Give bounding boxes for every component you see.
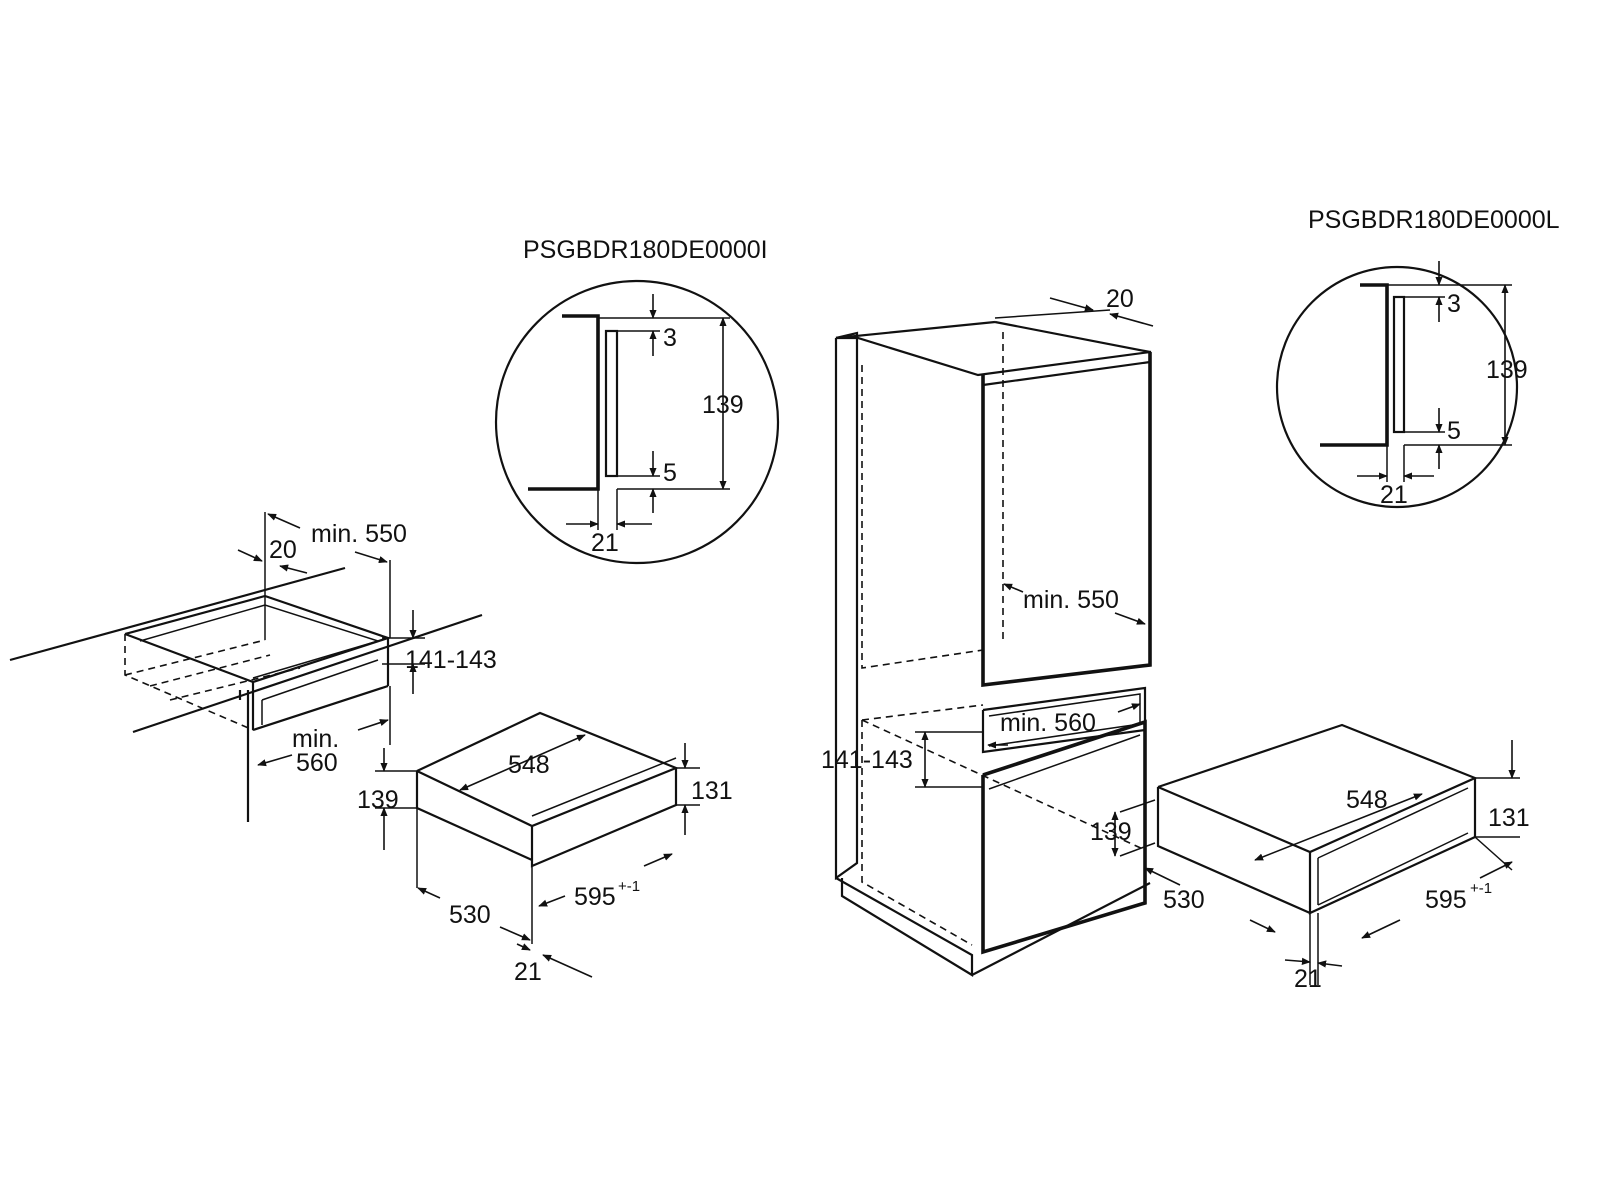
cabinet-drawer-height: 139 xyxy=(1090,818,1132,846)
niche-left-min-width-label: min. xyxy=(292,725,339,753)
drawer-right-front-thickness: 21 xyxy=(1294,965,1322,993)
cabinet-offset: 20 xyxy=(1106,285,1134,313)
niche-left-height: 141-143 xyxy=(405,646,497,674)
detail-right-panel xyxy=(1320,283,1389,447)
drawer-left-height-total: 139 xyxy=(357,786,399,814)
detail-right-handle-height: 139 xyxy=(1486,356,1528,384)
drawer-left-front-thickness: 21 xyxy=(514,958,542,986)
drawer-left-width-front: 595 xyxy=(574,883,616,911)
detail-left-handle-height: 139 xyxy=(702,391,744,419)
drawer-left-depth: 530 xyxy=(449,901,491,929)
detail-left-panel xyxy=(528,314,600,491)
niche-left-min-depth: min. 550 xyxy=(311,520,407,548)
niche-left-min-width-value: 560 xyxy=(296,749,338,777)
detail-left-circle xyxy=(494,279,780,565)
cabinet-min-depth: min. 550 xyxy=(1023,586,1119,614)
niche-left: 20 min. 550 141-143 min. 560 xyxy=(9,512,497,822)
model-left-label: PSGBDR180DE0000I xyxy=(523,236,768,264)
drawer-left-width-tolerance: +-1 xyxy=(618,878,640,895)
cabinet: 20 min. 550 min. 560 141-143 139 xyxy=(821,285,1156,977)
detail-right-circle xyxy=(1275,265,1519,509)
drawer-right-width-inner: 548 xyxy=(1346,786,1388,814)
detail-right-depth: 21 xyxy=(1380,481,1408,509)
detail-right: PSGBDR180DE0000L 3 139 5 21 xyxy=(1275,206,1560,509)
drawer-right-width-front: 595 xyxy=(1425,886,1467,914)
drawer-left-width-inner: 548 xyxy=(508,751,550,779)
drawer-left-height-body: 131 xyxy=(691,777,733,805)
detail-left-gap-top: 3 xyxy=(663,324,677,352)
drawer-left: 548 139 131 530 595 +-1 21 xyxy=(357,711,733,986)
drawer-right-height-body: 131 xyxy=(1488,804,1530,832)
cabinet-niche-height: 141-143 xyxy=(821,746,913,774)
drawer-right-width-tolerance: +-1 xyxy=(1470,880,1492,897)
detail-left-gap-bottom: 5 xyxy=(663,459,677,487)
detail-left-handle xyxy=(604,329,619,478)
drawer-right-depth: 530 xyxy=(1163,886,1205,914)
detail-left-depth: 21 xyxy=(591,529,619,557)
model-right-label: PSGBDR180DE0000L xyxy=(1308,206,1560,234)
detail-left: PSGBDR180DE0000I 3 139 5 21 xyxy=(494,236,780,565)
detail-right-gap-top: 3 xyxy=(1447,290,1461,318)
drawer-right: 548 131 530 595 +-1 21 xyxy=(1144,723,1530,993)
niche-left-offset: 20 xyxy=(269,536,297,564)
detail-right-gap-bottom: 5 xyxy=(1447,417,1461,445)
detail-right-handle xyxy=(1392,295,1406,434)
cabinet-min-width: min. 560 xyxy=(1000,709,1096,737)
